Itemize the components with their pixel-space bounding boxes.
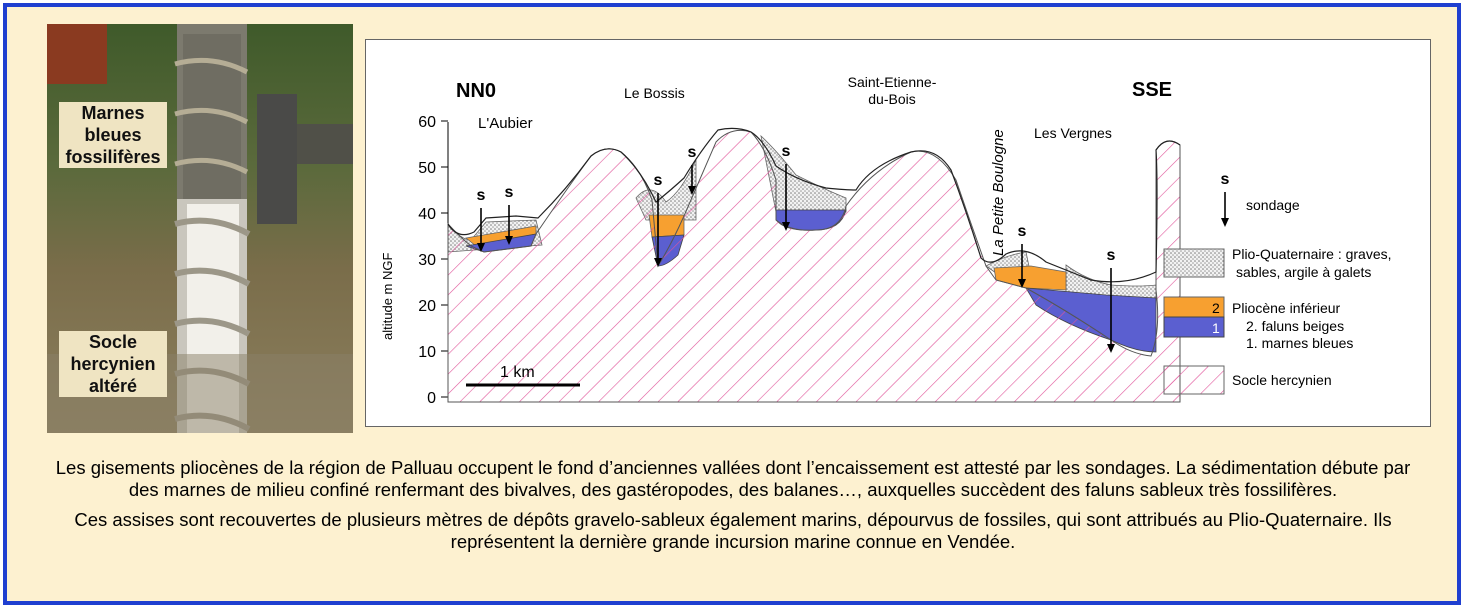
ground-surface (447, 127, 1181, 283)
place-les-vergnes: Les Vergnes (1034, 125, 1112, 141)
borehole-label: s (505, 184, 514, 201)
legend-swatch-socle (1163, 365, 1225, 395)
legend-box-label-1: 1 (1212, 320, 1220, 336)
legend-pliocene: Pliocène inférieur (1232, 300, 1341, 316)
borehole-label: s (1018, 223, 1027, 240)
place-le-bossis: Le Bossis (624, 85, 685, 101)
place-la-petite-boulogne: La Petite Boulogne (990, 129, 1007, 256)
photo-label-line: altéré (88, 376, 138, 396)
borehole-label: s (782, 143, 791, 160)
cross-section-svg: 0 10 20 30 40 50 60 altitude m NGF s (380, 74, 1392, 407)
legend-swatch-plio (1163, 248, 1225, 278)
legend: s sondage Plio-Quaternaire : graves, sab… (1163, 171, 1392, 395)
legend-plio-line2: sables, argile à galets (1236, 264, 1371, 280)
legend-sondage: sondage (1246, 197, 1300, 213)
photo-label-line: fossilifères (65, 147, 161, 167)
direction-sse: SSE (1132, 79, 1172, 101)
borehole-label: s (688, 144, 697, 161)
legend-socle: Socle hercynien (1232, 372, 1332, 388)
y-tick-label: 50 (418, 160, 436, 177)
legend-plio-line1: Plio-Quaternaire : graves, (1232, 246, 1392, 262)
legend-faluns: 2. faluns beiges (1246, 318, 1344, 334)
photo-label-line: hercynien (70, 354, 156, 374)
borehole-label: s (654, 172, 663, 189)
y-tick-label: 20 (418, 298, 436, 315)
caption-paragraph-1: Les gisements pliocènes de la région de … (55, 457, 1411, 500)
photo-label-line: Marnes (81, 103, 145, 123)
legend-marnes: 1. marnes bleues (1246, 335, 1353, 351)
borehole-label: s (477, 187, 486, 204)
boreholes: s s s s s s s (477, 143, 1116, 353)
legend-swatch-marnes (1163, 316, 1225, 338)
y-tick-label: 40 (418, 206, 436, 223)
core-photo: Marnes bleues fossilifères Socle hercyni… (47, 24, 353, 433)
caption-paragraph-2: Ces assises sont recouvertes de plusieur… (74, 509, 1392, 552)
figure-frame: Marnes bleues fossilifères Socle hercyni… (3, 3, 1461, 605)
place-saint-etienne: Saint-Etienne- (848, 74, 937, 90)
socle-hercynien (447, 129, 1181, 403)
y-tick-label: 0 (427, 390, 436, 407)
scale-bar-label: 1 km (500, 364, 535, 381)
geological-cross-section: 0 10 20 30 40 50 60 altitude m NGF s (365, 39, 1431, 427)
place-du-bois: du-Bois (868, 91, 915, 107)
y-axis-label: altitude m NGF (380, 253, 395, 340)
legend-sondage-symbol: s (1221, 171, 1230, 188)
y-tick-label: 60 (418, 114, 436, 131)
caption: Les gisements pliocènes de la région de … (47, 457, 1419, 561)
legend-box-label-2: 2 (1212, 300, 1220, 316)
photo-label-line: Socle (88, 332, 138, 352)
direction-nno: NN0 (456, 80, 496, 102)
photo-label-line: bleues (84, 125, 142, 145)
borehole-label: s (1107, 247, 1116, 264)
place-laubier: L'Aubier (478, 115, 533, 132)
y-tick-label: 10 (418, 344, 436, 361)
arrow-down-icon (1221, 218, 1229, 227)
y-tick-label: 30 (418, 252, 436, 269)
photo-label-socle: Socle hercynien altéré (59, 331, 167, 397)
photo-label-marnes: Marnes bleues fossilifères (59, 102, 167, 168)
